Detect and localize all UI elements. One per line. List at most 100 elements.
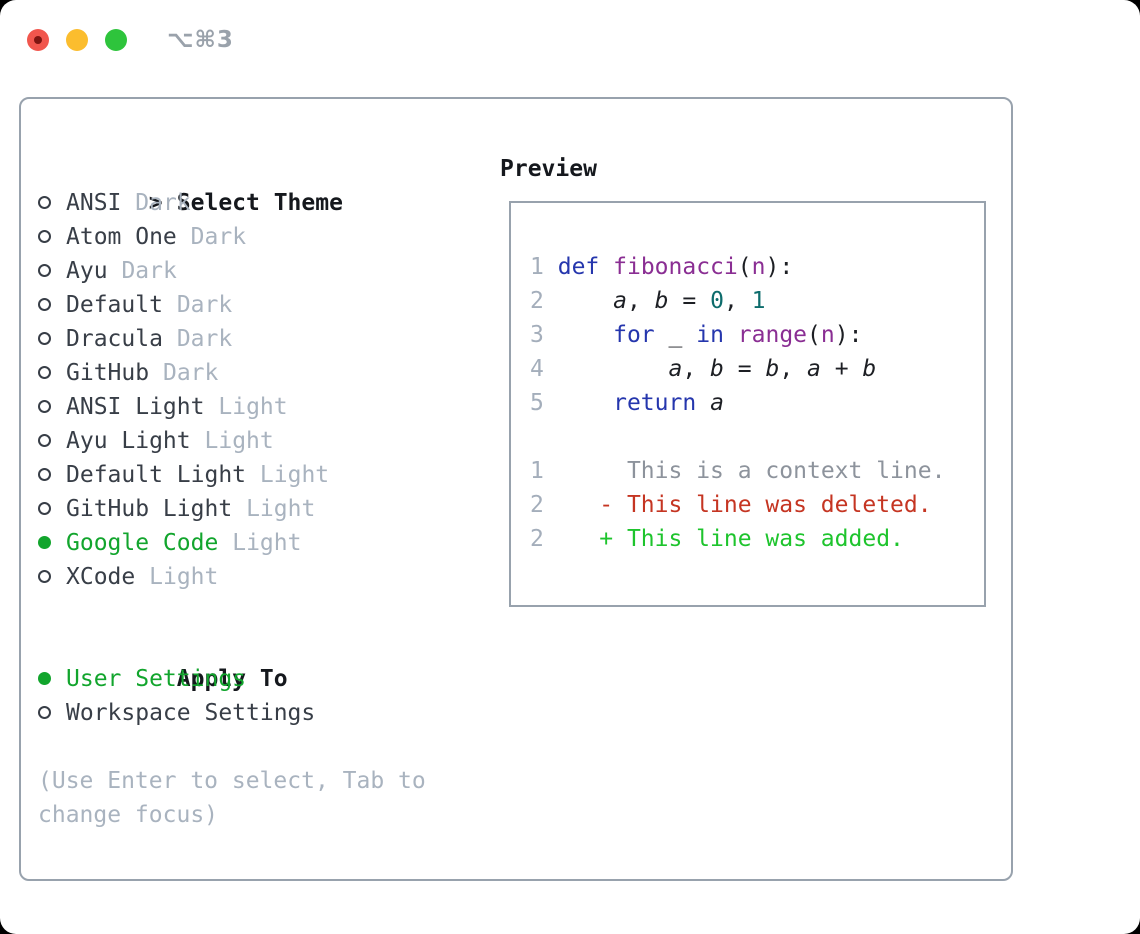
token-ln: 1 [530, 458, 544, 484]
token-ln: 2 [530, 492, 544, 518]
option-label: Ayu Light [66, 428, 191, 454]
code-line-3: 3 for _ in range(n): [530, 318, 984, 352]
radio-selected-icon [38, 535, 51, 549]
token-pl: = [668, 288, 711, 314]
select-theme-header: >Select Theme [38, 152, 440, 216]
radio-marker [38, 696, 66, 730]
token-pl [544, 288, 613, 314]
radio-icon [38, 263, 51, 277]
theme-option-github[interactable]: GitHub Dark [38, 356, 440, 390]
apply-option-workspace-settings[interactable]: Workspace Settings [38, 696, 440, 730]
token-ln: 2 [530, 288, 544, 314]
token-fn: fibonacci [613, 254, 738, 280]
radio-icon [38, 433, 51, 447]
theme-option-default[interactable]: Default Dark [38, 288, 440, 322]
token-pl [655, 322, 669, 348]
radio-marker [38, 186, 66, 220]
token-ln: 4 [530, 356, 544, 382]
token-var: a [710, 390, 724, 416]
theme-option-ayu[interactable]: Ayu Dark [38, 254, 440, 288]
option-label: Default [66, 292, 163, 318]
cursor-marker: > [148, 190, 163, 216]
radio-marker [38, 220, 66, 254]
option-label: Workspace Settings [66, 700, 316, 726]
preview-title: Preview [500, 156, 597, 182]
token-var: a [668, 356, 683, 382]
titlebar: ⌥⌘3 [27, 27, 234, 53]
radio-selected-icon [38, 671, 51, 685]
token-pl [599, 254, 613, 280]
radio-icon [38, 467, 51, 481]
token-var: b [710, 356, 724, 382]
token-pl: , [626, 288, 655, 314]
radio-icon [38, 229, 51, 243]
radio-marker [38, 390, 66, 424]
radio-marker [38, 254, 66, 288]
token-kw: in [696, 322, 724, 348]
code-line-2: 2 a, b = 0, 1 [530, 284, 984, 318]
token-pl: ( [737, 254, 752, 280]
token-num: 1 [751, 288, 766, 314]
theme-option-ayu-light[interactable]: Ayu Light Light [38, 424, 440, 458]
close-button[interactable] [27, 29, 49, 51]
theme-variant-label: Dark [162, 360, 219, 386]
diff-context-line: 1 This is a context line. [530, 454, 984, 488]
token-kw: for [613, 322, 655, 348]
radio-marker [38, 424, 66, 458]
token-pl [544, 356, 669, 382]
zoom-button[interactable] [105, 29, 127, 51]
token-del: - This line was deleted. [599, 492, 932, 518]
token-var: a [807, 356, 821, 382]
option-label: Google Code [66, 530, 219, 556]
radio-marker [38, 526, 66, 560]
token-kw: def [557, 254, 600, 280]
theme-variant-label: Dark [176, 292, 233, 318]
help-text: (Use Enter to select, Tab to change focu… [38, 768, 426, 828]
minimize-button[interactable] [66, 29, 88, 51]
spacer [38, 730, 440, 764]
theme-variant-label: Dark [121, 258, 177, 284]
option-label: GitHub [66, 360, 150, 386]
diff-added-line: 2 + This line was added. [530, 522, 984, 556]
token-fn: range [737, 322, 808, 348]
token-ln: 3 [530, 322, 544, 348]
token-pl: , [682, 356, 711, 382]
radio-marker [38, 492, 66, 526]
token-pl [724, 322, 738, 348]
token-pl: + [820, 356, 863, 382]
radio-marker [38, 288, 66, 322]
radio-icon [38, 399, 51, 413]
apply-to-header: Apply To [38, 628, 440, 692]
token-pl: ): [765, 254, 794, 280]
theme-variant-label: Light [204, 428, 274, 454]
radio-icon [38, 365, 51, 379]
apply-option-user-settings[interactable]: User Settings [38, 662, 440, 696]
token-pl: ): [834, 322, 863, 348]
radio-icon [38, 705, 51, 719]
token-pl [544, 492, 599, 518]
radio-marker [38, 560, 66, 594]
radio-icon [38, 331, 51, 345]
radio-icon [38, 569, 51, 583]
token-pl [530, 424, 544, 450]
radio-marker [38, 662, 66, 696]
theme-variant-label: Dark [176, 326, 233, 352]
token-ln: 5 [530, 390, 544, 416]
theme-variant-label: Dark [135, 190, 191, 216]
option-label: User Settings [66, 666, 247, 692]
option-label: Ayu [66, 258, 108, 284]
token-pl [544, 390, 613, 416]
